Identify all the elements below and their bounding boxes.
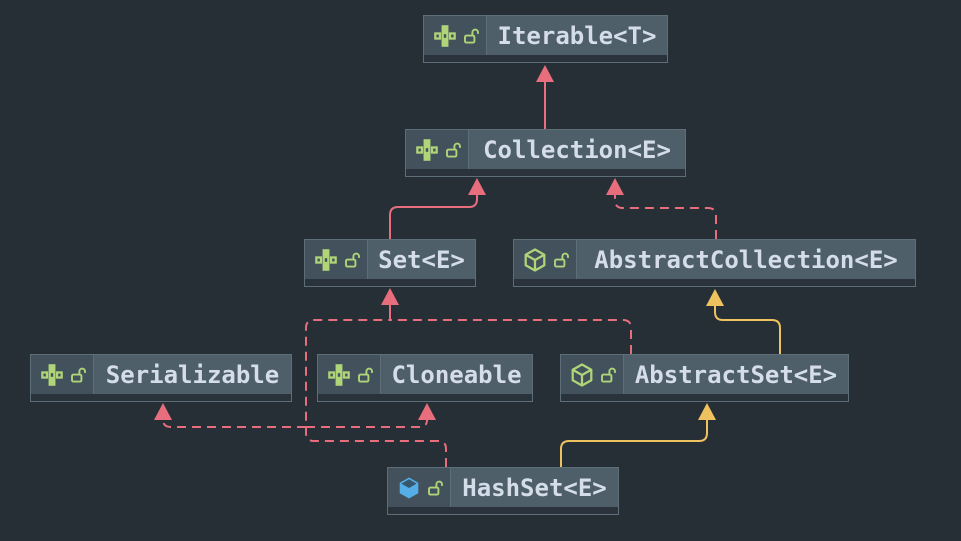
node-icon-cell bbox=[31, 355, 94, 394]
edge-hashset-implements-serializable[interactable] bbox=[154, 403, 306, 428]
node-iterable[interactable]: Iterable<T> bbox=[423, 15, 668, 63]
arrowhead bbox=[418, 403, 436, 420]
node-title: Collection<E> bbox=[469, 130, 685, 169]
unlocked-icon bbox=[344, 252, 360, 268]
unlocked-icon bbox=[445, 142, 461, 158]
abstract-class-icon bbox=[571, 362, 592, 387]
unlocked-icon bbox=[463, 28, 479, 44]
arrowhead bbox=[706, 289, 724, 306]
edge-hashset-implements-cloneable[interactable] bbox=[306, 403, 436, 428]
edge-abstractcollection-implements-collection[interactable] bbox=[606, 178, 717, 239]
class-icon bbox=[399, 477, 418, 498]
arrowhead bbox=[606, 178, 624, 195]
node-body bbox=[318, 394, 532, 401]
arrowhead bbox=[536, 65, 554, 82]
node-icon-cell bbox=[406, 130, 469, 169]
node-icon-cell bbox=[305, 240, 368, 279]
arrowhead bbox=[381, 288, 399, 305]
interface-icon bbox=[433, 24, 456, 47]
arrowhead bbox=[154, 403, 172, 420]
node-body bbox=[424, 55, 667, 62]
node-icon-cell bbox=[561, 355, 624, 394]
node-icon-cell bbox=[514, 240, 577, 279]
node-title: HashSet<E> bbox=[451, 468, 618, 507]
node-title: Set<E> bbox=[368, 240, 475, 279]
node-body bbox=[305, 279, 475, 286]
edge-abstractset-extends-abstractcollection[interactable] bbox=[706, 289, 781, 354]
unlocked-icon bbox=[70, 367, 86, 383]
node-abstractcollection[interactable]: AbstractCollection<E> bbox=[513, 239, 916, 287]
arrowhead bbox=[468, 178, 486, 195]
unlocked-icon bbox=[553, 252, 569, 268]
node-body bbox=[406, 169, 685, 176]
arrowhead bbox=[698, 403, 716, 420]
node-body bbox=[388, 507, 618, 514]
node-title: AbstractCollection<E> bbox=[577, 240, 915, 279]
interface-icon bbox=[327, 363, 350, 386]
node-icon-cell bbox=[424, 16, 487, 55]
edge-hashset-implements-set[interactable] bbox=[305, 288, 447, 467]
edge-collection-extends-iterable[interactable] bbox=[536, 65, 554, 129]
node-icon-cell bbox=[318, 355, 381, 394]
node-icon-cell bbox=[388, 468, 451, 507]
unlocked-icon bbox=[357, 367, 373, 383]
node-title: Serializable bbox=[94, 355, 291, 394]
interface-icon bbox=[415, 138, 438, 161]
node-set[interactable]: Set<E> bbox=[304, 239, 476, 287]
node-abstractset[interactable]: AbstractSet<E> bbox=[560, 354, 849, 402]
interface-icon bbox=[314, 248, 337, 271]
node-title: Cloneable bbox=[381, 355, 532, 394]
unlocked-icon bbox=[427, 480, 443, 496]
node-body bbox=[31, 394, 291, 401]
node-body bbox=[561, 394, 848, 401]
edge-abstractset-implements-set[interactable] bbox=[390, 319, 632, 354]
edge-hashset-extends-abstractset[interactable] bbox=[560, 403, 716, 467]
node-title: AbstractSet<E> bbox=[624, 355, 848, 394]
node-serializable[interactable]: Serializable bbox=[30, 354, 292, 402]
node-title: Iterable<T> bbox=[487, 16, 667, 55]
interface-icon bbox=[40, 363, 63, 386]
node-hashset[interactable]: HashSet<E> bbox=[387, 467, 619, 515]
abstract-class-icon bbox=[524, 247, 545, 272]
node-body bbox=[514, 279, 915, 286]
unlocked-icon bbox=[600, 367, 616, 383]
node-cloneable[interactable]: Cloneable bbox=[317, 354, 533, 402]
edge-set-extends-collection[interactable] bbox=[389, 178, 486, 239]
node-collection[interactable]: Collection<E> bbox=[405, 129, 686, 177]
